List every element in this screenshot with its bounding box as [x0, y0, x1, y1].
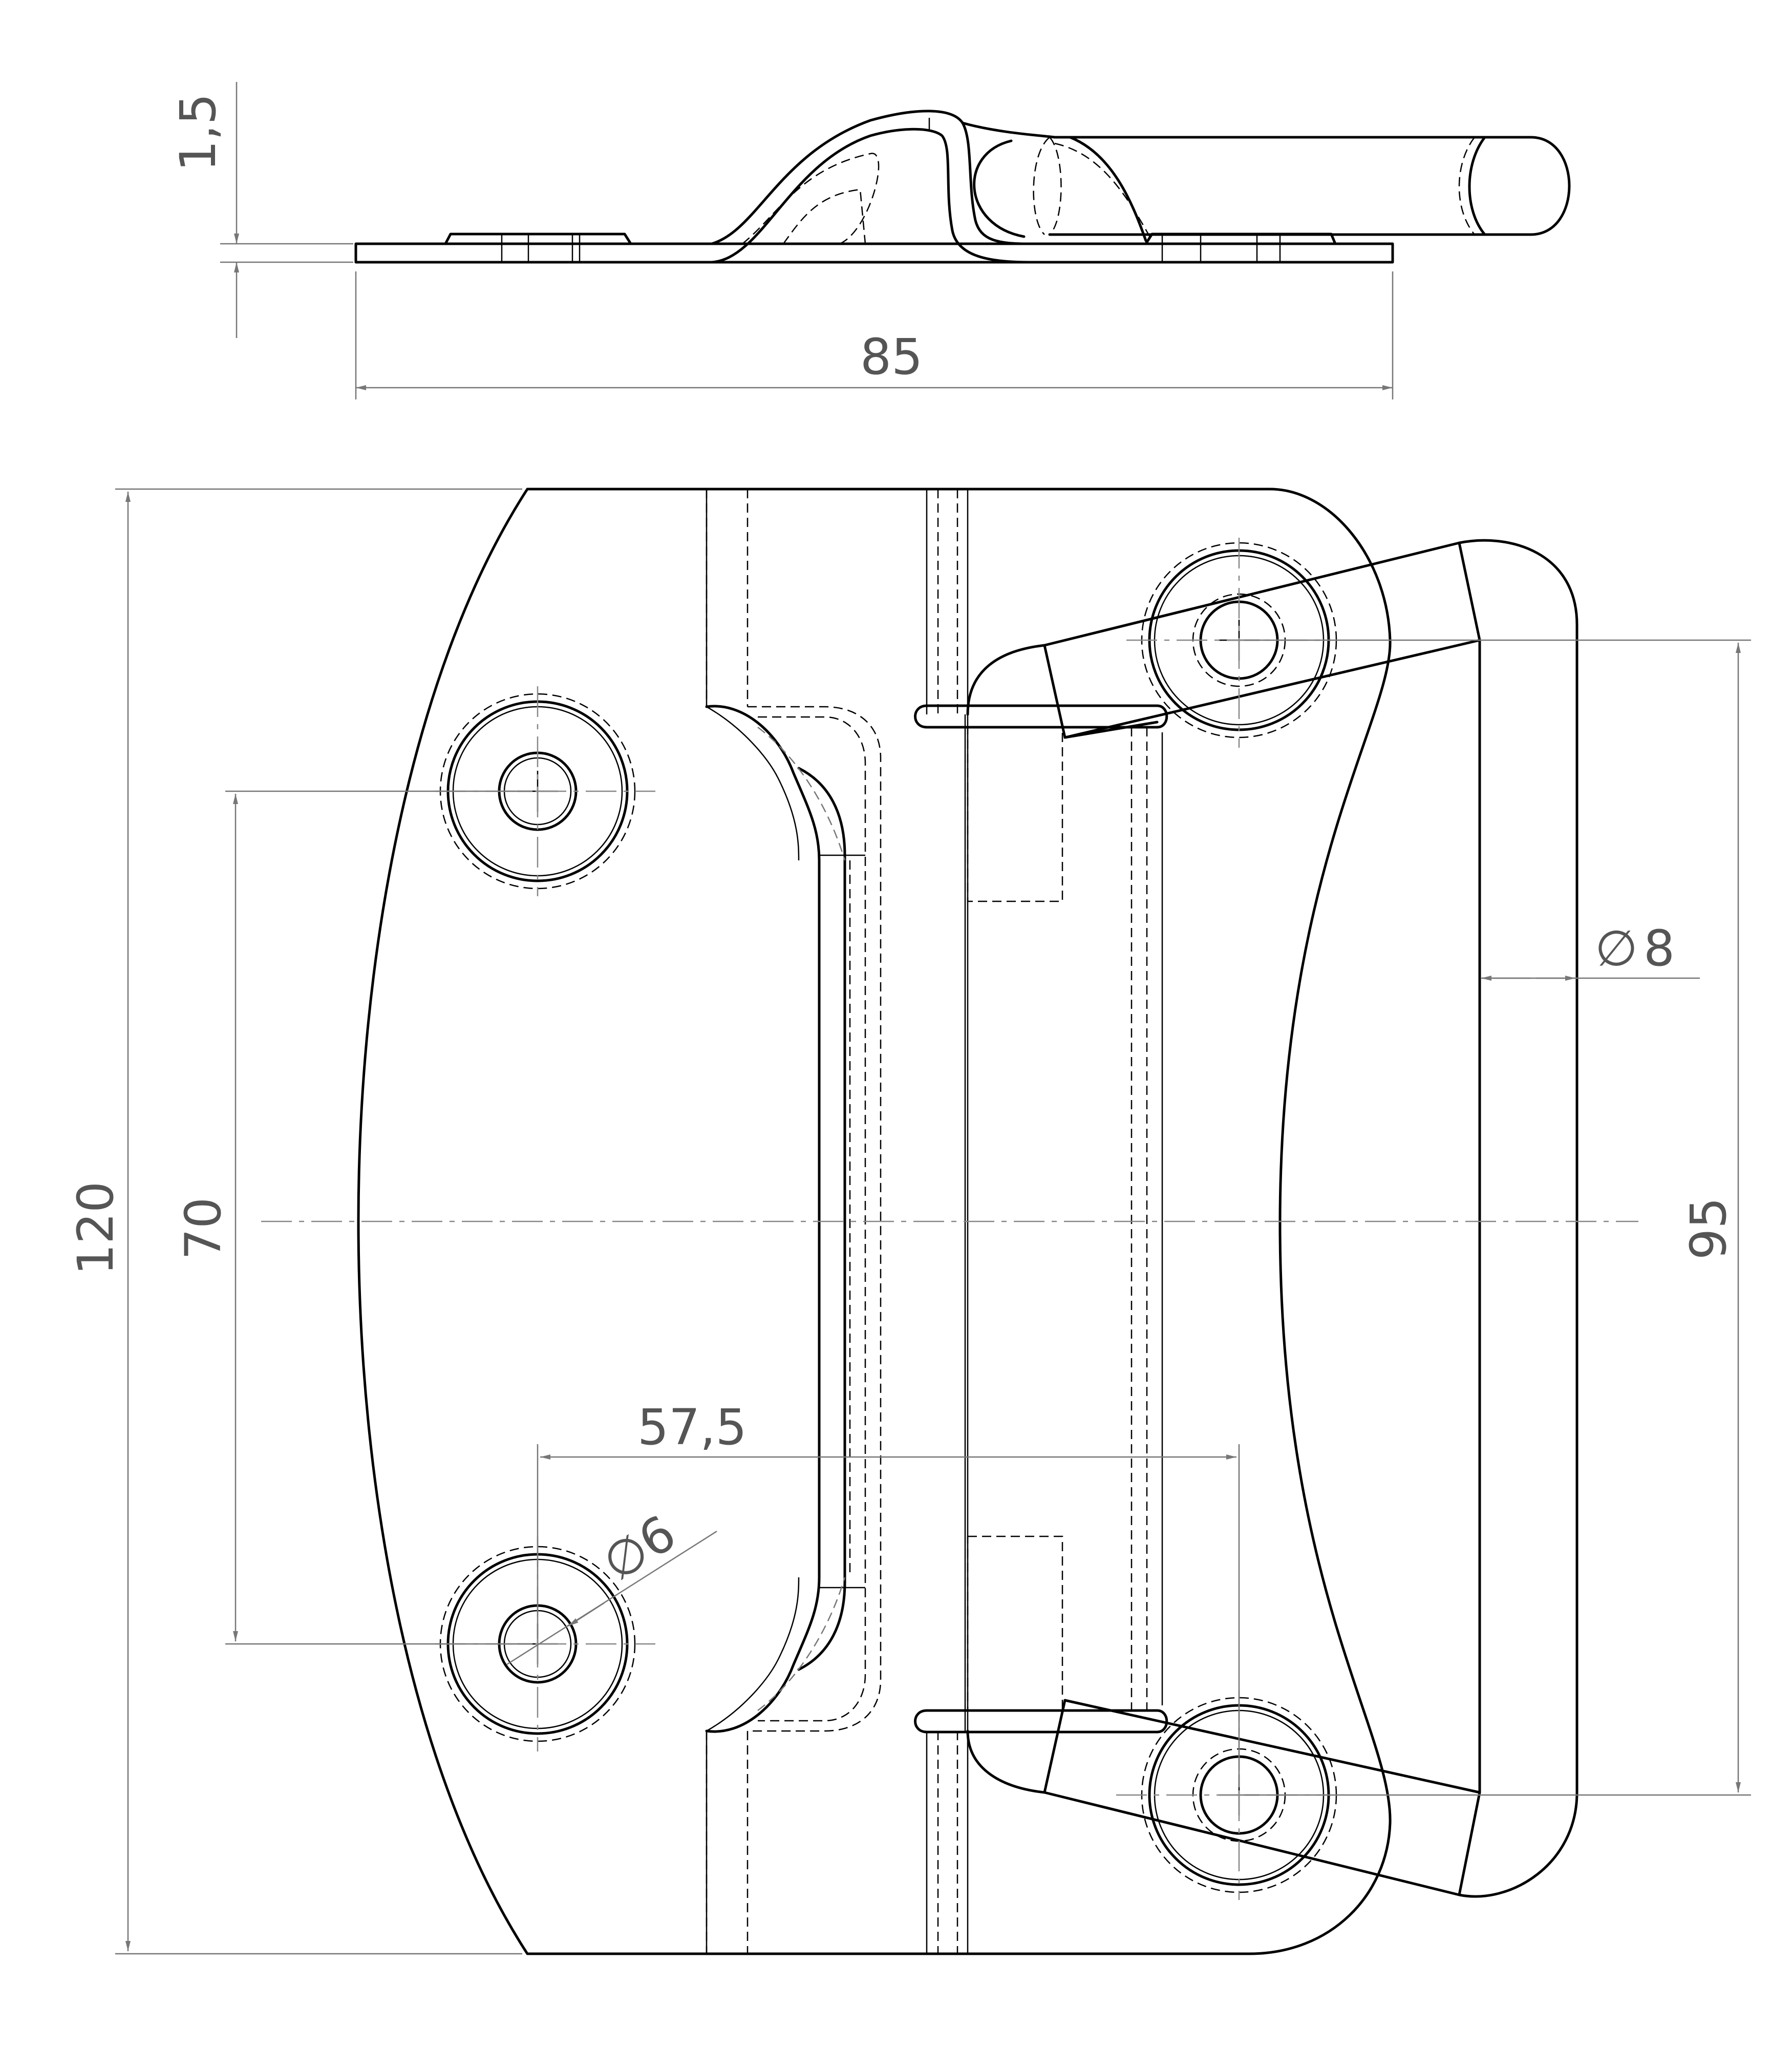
side-base-plate [354, 242, 1394, 264]
dim-rod-diameter-label: 8 [1644, 920, 1675, 977]
front-view: 120 70 95 57,5 ∅ 6 ∅ 8 [67, 488, 1751, 1955]
front-handle [1043, 539, 1578, 1898]
front-plate-outline [357, 488, 1392, 1955]
front-pin-cap-bottom [914, 1709, 1168, 1734]
dim-hole-offset-label: 57,5 [637, 1399, 747, 1456]
dim-handle-span-label: 95 [1680, 1197, 1737, 1260]
dim-thickness-label: 1,5 [169, 93, 227, 172]
side-hinge-bend [710, 110, 1031, 245]
side-washer-left [444, 233, 632, 245]
dim-overall-height-label: 120 [67, 1181, 124, 1275]
side-handle-rod [1048, 136, 1571, 236]
dim-rod-diameter-symbol: ∅ [1595, 920, 1638, 977]
dim-side-width-label: 85 [860, 328, 923, 386]
front-pin-cap-top [914, 704, 1168, 729]
side-view: 1,5 85 [169, 82, 1571, 399]
dim-hole-spacing-label: 70 [175, 1197, 232, 1260]
front-left-cutout [705, 705, 821, 1733]
